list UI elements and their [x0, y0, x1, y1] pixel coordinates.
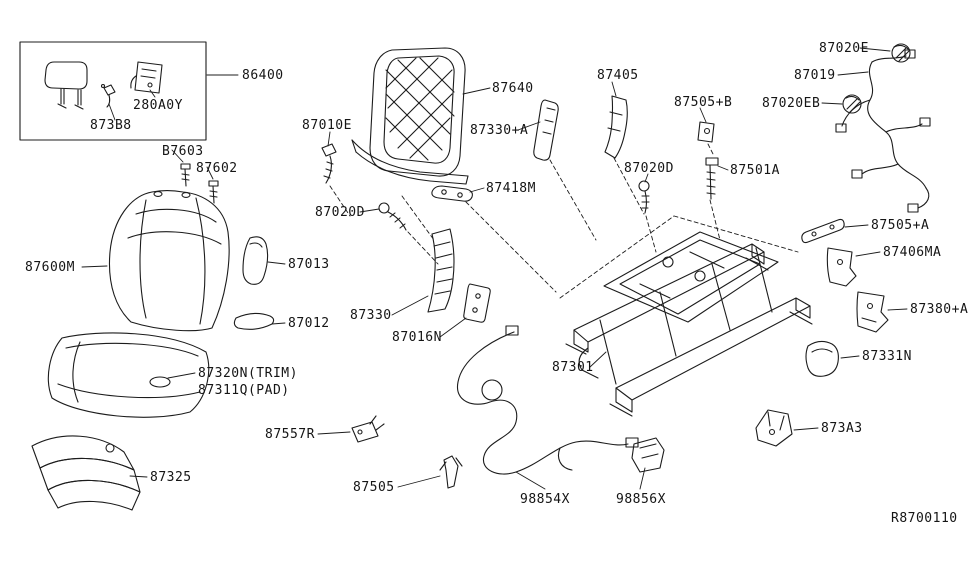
screw-87602: [208, 180, 219, 204]
mat-87325-drawing: [31, 435, 141, 511]
grommet-87020eb: [842, 94, 862, 114]
part-label-87557r: 87557R: [265, 427, 315, 442]
part-label-87020d-left: 87020D: [315, 205, 365, 220]
part-label-87330a: 87330+A: [470, 123, 529, 138]
part-label-98856x: 98856X: [616, 492, 666, 507]
bracket-873a3: [755, 409, 793, 447]
part-label-87501a: 87501A: [730, 163, 780, 178]
part-label-86400: 86400: [242, 68, 284, 83]
part-label-87010e: 87010E: [302, 118, 352, 133]
headrest-kit-box: [19, 41, 207, 141]
seatback-drawing: [108, 189, 230, 332]
seatback-frame-drawing: [351, 47, 469, 185]
bracket-87406ma: [826, 247, 857, 287]
part-label-87311q: 87311Q(PAD): [198, 383, 290, 398]
part-label-87020e: 87020E: [819, 41, 869, 56]
bracket-87380a: [856, 291, 889, 333]
part-label-b7603: B7603: [162, 144, 204, 159]
part-label-87020eb: 87020EB: [762, 96, 821, 111]
bolt-87501a: [705, 157, 719, 200]
plug-873b8: [100, 83, 116, 108]
harness-87019: [835, 49, 931, 213]
diagram-ref-code: R8700110: [891, 511, 958, 526]
dashed-lines: [329, 143, 799, 299]
part-label-87012: 87012: [288, 316, 330, 331]
bracket-87505a: [801, 218, 845, 244]
leader-lines: [81, 47, 908, 490]
part-label-87330: 87330: [350, 308, 392, 323]
part-label-87505: 87505: [353, 480, 395, 495]
screw-b7603: [180, 163, 191, 187]
module-280a0y: [130, 61, 163, 94]
strip-87330a: [533, 99, 559, 161]
part-label-87602: 87602: [196, 161, 238, 176]
stud-87010e: [321, 143, 337, 184]
cover-87331n: [805, 340, 839, 377]
part-label-87320n: 87320N(TRIM): [198, 366, 298, 381]
part-label-87020d-right: 87020D: [624, 161, 674, 176]
part-label-87331n: 87331N: [862, 349, 912, 364]
part-label-87019: 87019: [794, 68, 836, 83]
part-label-87600m: 87600M: [25, 260, 75, 275]
bracket-87505b: [697, 121, 715, 143]
part-label-98854x: 98854X: [520, 492, 570, 507]
strip-87330: [427, 228, 455, 313]
part-label-87405: 87405: [597, 68, 639, 83]
bracket-87016n: [463, 283, 491, 323]
part-label-87301: 87301: [552, 360, 594, 375]
part-label-873b8: 873B8: [90, 118, 132, 133]
bracket-87418m: [431, 185, 473, 202]
clip-87505: [439, 455, 463, 489]
strip-87405: [604, 95, 628, 159]
part-label-87505a: 87505+A: [871, 218, 930, 233]
part-label-280a0y: 280A0Y: [133, 98, 183, 113]
part-label-87505b: 87505+B: [674, 95, 733, 110]
screw-87020d-left: [378, 202, 407, 231]
part-label-87325: 87325: [150, 470, 192, 485]
cable-98854x: [457, 325, 639, 475]
part-label-87380a: 87380+A: [910, 302, 969, 317]
part-label-87016n: 87016N: [392, 330, 442, 345]
part-label-87418m: 87418M: [486, 181, 536, 196]
seat-cushion-drawing: [47, 332, 210, 418]
seat-frame-drawing: [565, 231, 813, 417]
part-87557r: [351, 415, 385, 443]
grommet-87020e: [891, 43, 911, 63]
part-label-873a3: 873A3: [821, 421, 863, 436]
connector-98856x: [631, 437, 665, 473]
pad-87012: [233, 312, 275, 330]
part-label-87013: 87013: [288, 257, 330, 272]
pad-87013: [242, 236, 269, 285]
part-label-87640: 87640: [492, 81, 534, 96]
screw-87020d-right: [638, 180, 650, 214]
part-label-87406ma: 87406MA: [883, 245, 942, 260]
